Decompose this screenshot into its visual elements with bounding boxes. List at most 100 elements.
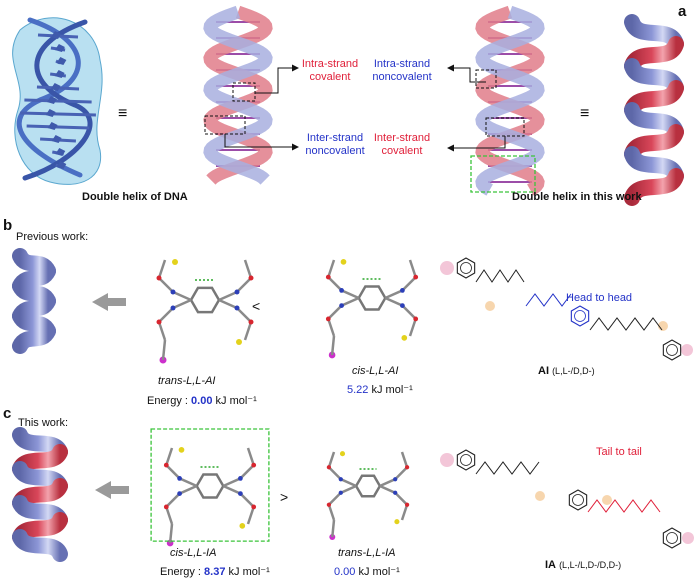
tube-double-helix-a-coil: [624, 168, 684, 206]
label-inter-strand-covalent: Inter-strand covalent: [373, 132, 431, 158]
dna-base-pair: [24, 98, 92, 104]
panel-letter-a: a: [678, 3, 687, 20]
comparison-greater-than: >: [280, 489, 289, 505]
cis-ll-ia-model-bond: [168, 523, 174, 544]
comparison-less-than: <: [252, 298, 261, 314]
dna-base-pair: [20, 111, 96, 117]
ia-chain-right: [587, 499, 661, 513]
cis-ll-ia-model-chain: [222, 484, 256, 525]
trans-ll-ia-model-oxygen-atom: [404, 502, 410, 507]
label-inter-strand-noncovalent: Inter-strand noncovalent: [305, 132, 365, 158]
panel-letter-b: b: [3, 217, 13, 234]
trans-ll-ai-model-sulfur-atom: [172, 259, 178, 265]
compound-code: AI: [538, 365, 549, 377]
cis-ll-ai-model-nitrogen-atom: [400, 288, 405, 293]
cis-ll-ai-model-nitrogen-atom: [339, 303, 344, 308]
cis-ll-ia-model-nitrogen-atom: [238, 491, 243, 496]
cis-ll-ai-model-chain: [326, 296, 360, 337]
dna-backbone-2: [22, 19, 93, 181]
trans-ll-ai-model-nitrogen-atom: [170, 305, 176, 311]
equivalence-symbol-left: ≡: [118, 105, 128, 122]
ai-central-ring-aromatic: [574, 310, 586, 322]
schematic-helix-work-strand: [475, 5, 545, 196]
dna-base: [54, 70, 65, 78]
cis-ll-ia-name: cis-L,L-IA: [170, 547, 217, 559]
green-highlight-box-helix: [470, 155, 536, 193]
ai-chain-left: [475, 269, 525, 283]
trans-ll-ia-model-oxygen-atom: [404, 465, 410, 470]
trans-ll-ai-model-phenyl-ring: [189, 286, 221, 314]
cis-ll-ai-model-sulfur-atom: [401, 335, 408, 341]
trans-ll-ia-model-phenyl-ring: [354, 474, 382, 498]
trans-ll-ia-model-chain: [327, 484, 357, 521]
cis-ll-ai-model-oxygen-atom: [413, 316, 419, 322]
dna-base: [54, 44, 65, 52]
tube-double-helix-c-coil: [12, 529, 68, 562]
caption-double-helix-this-work: Double helix in this work: [512, 191, 642, 203]
cis-ll-ai-model-sulfur-atom: [340, 259, 347, 265]
energy-value: 0.00: [191, 395, 213, 407]
schematic-helix-dna: [203, 5, 273, 185]
arrow-to-intra-noncovalent: [447, 64, 486, 83]
dna-base: [56, 57, 67, 65]
trans-ll-ai-name: trans-L,L-AI: [158, 375, 216, 387]
tail-to-tail-title: Tail to tail: [596, 446, 642, 458]
this-work-heading: This work:: [18, 417, 69, 429]
cis-ll-ai-model-chain: [384, 296, 418, 337]
ia-chain-left: [475, 461, 540, 475]
cis-ll-ia-model-chain: [164, 484, 198, 525]
cis-ll-ia-model-chain: [164, 447, 198, 488]
arrow-to-inter-covalent: [447, 136, 506, 152]
energy-unit: kJ mol⁻¹: [371, 384, 413, 396]
ai-structure-label: AI (L,L-/D,D-): [538, 366, 595, 377]
label-intra-strand-covalent: Intra-strand covalent: [301, 58, 359, 84]
trans-ll-ia-model-sulfur-atom: [339, 451, 346, 457]
dna-base: [45, 109, 56, 117]
energy-unit: kJ mol⁻¹: [358, 566, 400, 578]
trans-ll-ai-model-oxygen-atom: [156, 275, 162, 281]
grey-arrow-c: [95, 481, 129, 499]
cis-ll-ai-model-phenyl-ring: [357, 285, 387, 311]
trans-ll-ai-model-nitrogen-atom: [234, 289, 240, 295]
trans-ll-ai-model-chain: [218, 298, 253, 341]
cis-ll-ai-energy: 5.22 kJ mol⁻¹: [347, 385, 413, 396]
trans-ll-ai-model-oxygen-atom: [248, 319, 254, 325]
energy-prefix: Energy :: [147, 395, 192, 407]
trans-ll-ia-model-nitrogen-atom: [338, 477, 343, 482]
energy-unit: kJ mol⁻¹: [228, 566, 270, 578]
dna-base: [47, 122, 58, 130]
ia-aryl-ring-left: [456, 449, 476, 471]
trans-ll-ia-model-bond: [331, 519, 336, 538]
cis-ll-ia-model-nitrogen-atom: [238, 476, 243, 481]
dna-base: [51, 31, 61, 39]
energy-unit: kJ mol⁻¹: [215, 395, 257, 407]
previous-work-heading: Previous work:: [16, 231, 89, 243]
dashed-box-intra-left: [232, 82, 256, 102]
cis-ll-ia-model-oxygen-atom: [163, 504, 169, 510]
ia-iodine-highlight-left: [440, 453, 454, 467]
cis-ll-ai-model-bond: [330, 335, 336, 356]
trans-ll-ia-model-oxygen-atom: [326, 465, 332, 470]
cis-ll-ai-model-iodine-atom: [328, 351, 336, 359]
grey-arrow-b: [92, 293, 126, 311]
trans-ll-ai-energy: Energy : 0.00 kJ mol⁻¹: [147, 396, 257, 407]
tube-single-helix-b-coil: [12, 323, 56, 354]
cis-ll-ia-model-phenyl-ring: [195, 473, 225, 499]
compound-code: IA: [545, 559, 556, 571]
caption-dna-double-helix: Double helix of DNA: [82, 191, 188, 203]
trans-ll-ia-model-oxygen-atom: [326, 502, 332, 507]
dna-base: [55, 148, 66, 156]
trans-ll-ia-model-chain: [327, 451, 357, 488]
ai-iodine-highlight-right: [681, 344, 693, 356]
trans-ll-ia-model-chain: [379, 451, 409, 488]
cis-ll-ia-model-nitrogen-atom: [177, 476, 182, 481]
trans-ll-ai-model-chain: [157, 259, 192, 302]
trans-ll-ai-model-oxygen-atom: [248, 275, 254, 281]
cis-ll-ia-model-sulfur-atom: [178, 447, 185, 453]
cis-ll-ia-model-nitrogen-atom: [177, 491, 182, 496]
trans-ll-ia-model-nitrogen-atom: [393, 490, 398, 495]
cis-ll-ia-model-oxygen-atom: [251, 462, 257, 468]
cis-ll-ia-model-oxygen-atom: [251, 504, 257, 510]
dna-base: [56, 161, 67, 169]
